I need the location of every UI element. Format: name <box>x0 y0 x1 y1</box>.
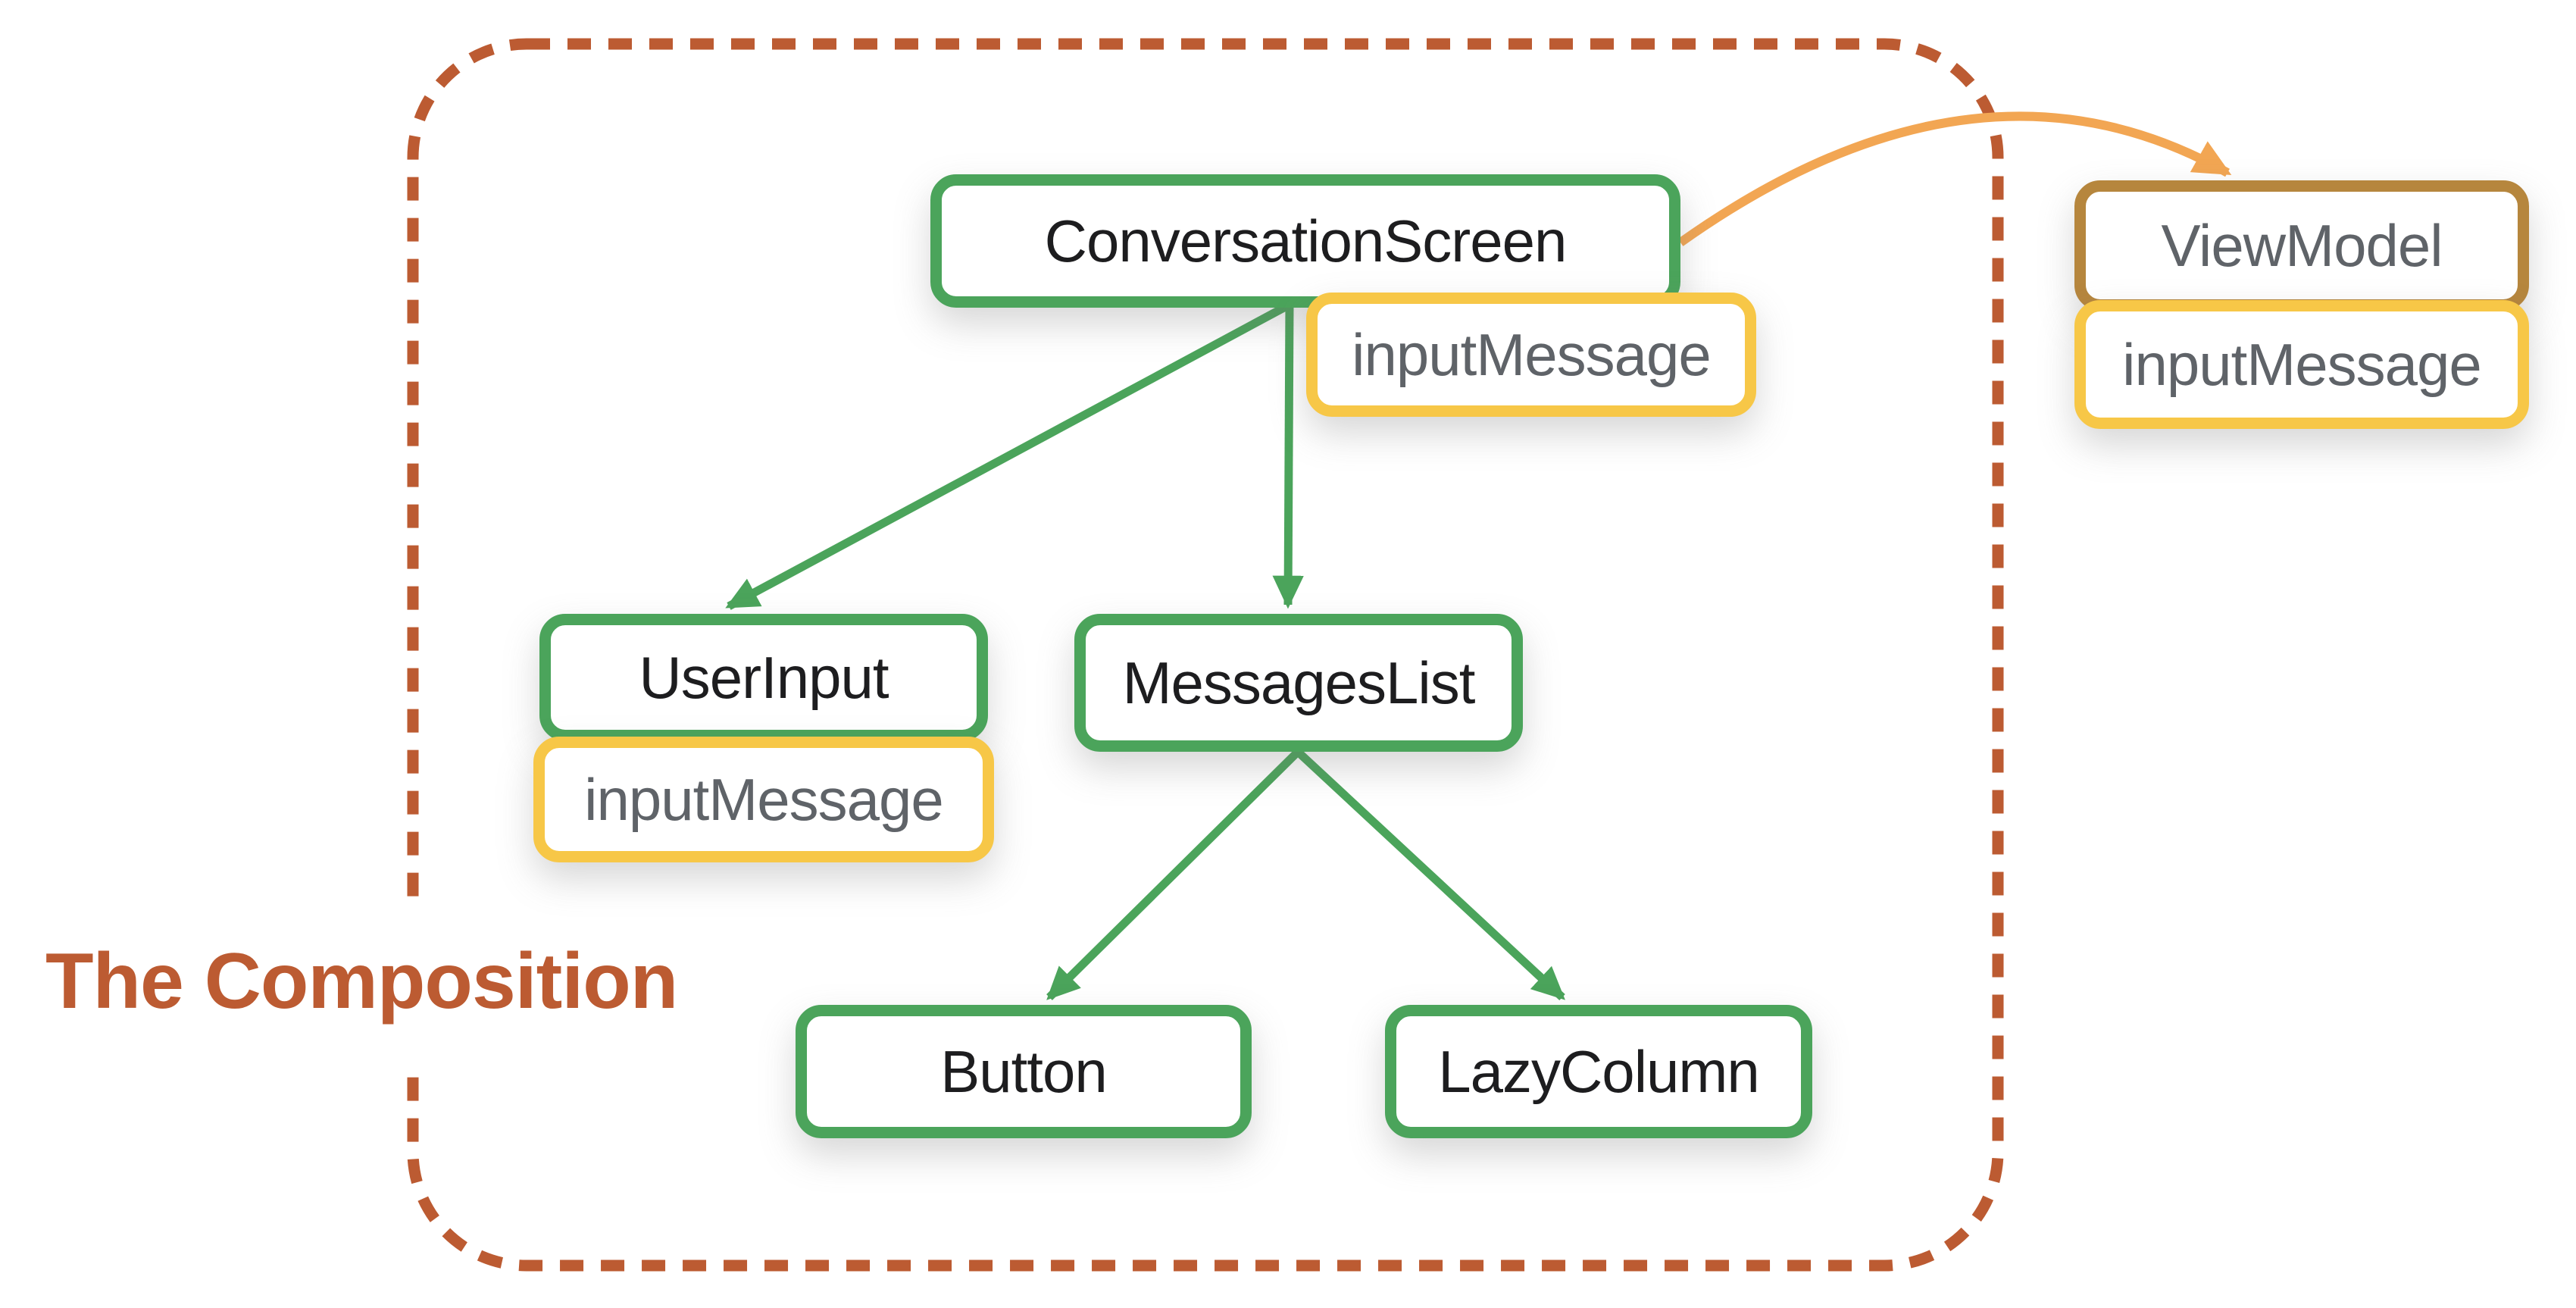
node-messages-list-label: MessagesList <box>1122 649 1476 716</box>
state-view-model-label: inputMessage <box>2122 330 2482 398</box>
node-user-input-label: UserInput <box>639 643 889 711</box>
edge-conversationscreen-to-viewmodel-curve <box>1677 111 2232 246</box>
node-user-input: UserInput <box>539 614 988 741</box>
state-conversation-screen-label: inputMessage <box>1352 321 1712 388</box>
edge-conversationscreen-to-messageslist <box>1272 304 1304 609</box>
node-conversation-screen: ConversationScreen <box>930 174 1680 308</box>
edge-conversationscreen-to-userinput <box>725 301 1292 610</box>
caption-the-composition: The Composition <box>32 902 712 1061</box>
node-lazy-column-label: LazyColumn <box>1438 1037 1760 1105</box>
node-messages-list: MessagesList <box>1074 614 1523 752</box>
state-badge-view-model-inputmessage: inputMessage <box>2074 300 2529 429</box>
edge-messageslist-to-lazycolumn <box>1295 748 1565 1001</box>
state-badge-conversation-screen-inputmessage: inputMessage <box>1306 293 1756 417</box>
state-badge-user-input-inputmessage: inputMessage <box>533 737 994 862</box>
node-conversation-screen-label: ConversationScreen <box>1044 207 1568 274</box>
node-lazy-column: LazyColumn <box>1385 1005 1812 1138</box>
node-button: Button <box>796 1005 1252 1138</box>
state-user-input-label: inputMessage <box>584 765 944 833</box>
node-view-model-label: ViewModel <box>2161 211 2443 279</box>
edge-messageslist-to-button <box>1046 749 1301 1000</box>
node-button-label: Button <box>940 1037 1108 1105</box>
node-view-model: ViewModel <box>2074 180 2529 311</box>
